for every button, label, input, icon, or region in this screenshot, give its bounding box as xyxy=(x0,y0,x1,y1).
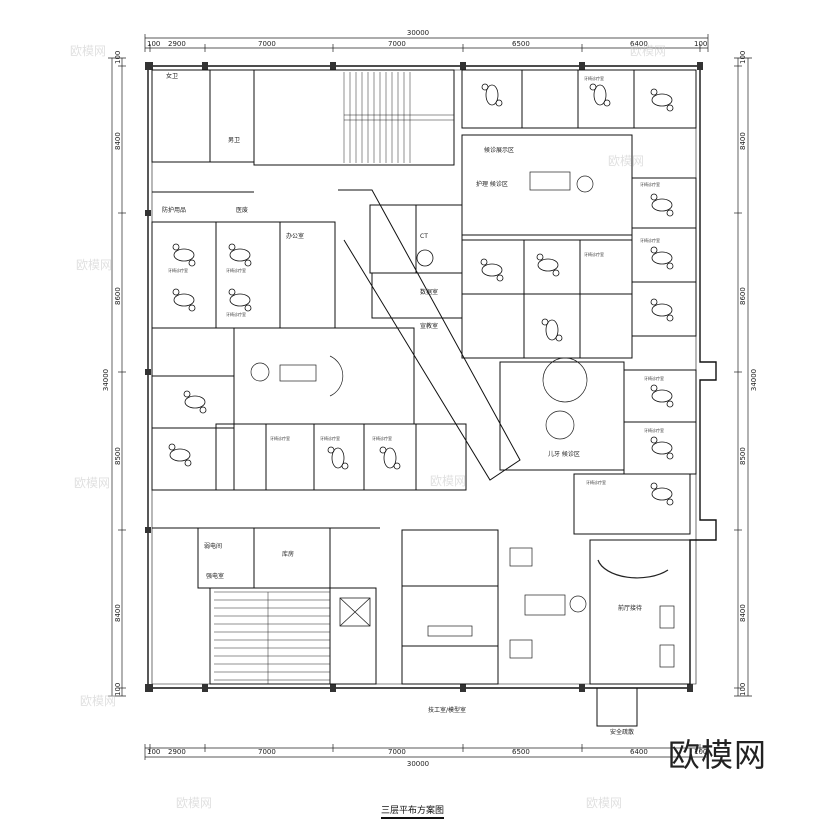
dim-bottom-seg: 2900 xyxy=(168,748,186,756)
dim-left-total: 34000 xyxy=(102,369,110,391)
room-label-data: 数据室 xyxy=(420,288,438,296)
dim-bottom-seg: 7000 xyxy=(388,748,406,756)
dim-top-total: 30000 xyxy=(407,29,429,37)
room-label-exit: 安全疏散 xyxy=(610,728,634,736)
clinic-label: 牙椅诊疗室 xyxy=(640,181,660,187)
clinic-label: 牙椅诊疗室 xyxy=(586,479,606,485)
room-label-ct: CT xyxy=(420,233,428,240)
watermark: 欧模网 xyxy=(586,796,623,810)
clinic-label: 牙椅诊疗室 xyxy=(584,75,604,81)
dimension-left xyxy=(108,57,126,697)
watermark: 欧模网 xyxy=(608,154,645,168)
dim-top-seg: 6500 xyxy=(512,40,530,48)
dim-top-seg: 100 xyxy=(694,40,707,48)
watermark: 欧模网 xyxy=(70,44,107,58)
drawing-title-text: 三层平布方案图 xyxy=(380,803,444,819)
dimension-bottom xyxy=(144,744,709,760)
clinic-label: 牙椅诊疗室 xyxy=(320,435,340,441)
dim-left-seg: 8500 xyxy=(114,447,122,465)
dimension-right xyxy=(734,57,752,697)
dim-right-seg: 100 xyxy=(739,683,747,696)
clinic-label: 牙椅诊疗室 xyxy=(644,427,664,433)
clinic-label: 牙椅诊疗室 xyxy=(640,237,660,243)
room-label-kids-waiting: 儿牙 候诊区 xyxy=(548,450,580,458)
elevator xyxy=(339,597,371,627)
dim-left-seg: 100 xyxy=(114,51,122,64)
clinic-labels: 牙椅诊疗室 牙椅诊疗室 牙椅诊疗室 牙椅诊疗室 牙椅诊疗室 牙椅诊疗室 牙椅诊疗… xyxy=(168,75,664,485)
clinic-label: 牙椅诊疗室 xyxy=(168,267,188,273)
dim-right-seg: 100 xyxy=(739,51,747,64)
dim-left-seg: 8400 xyxy=(114,132,122,150)
stairs-top xyxy=(343,72,454,163)
dim-top-seg: 6400 xyxy=(630,40,648,48)
clinic-label: 牙椅诊疗室 xyxy=(226,267,246,273)
dim-right-seg: 8400 xyxy=(739,132,747,150)
clinic-label: 牙椅诊疗室 xyxy=(226,311,246,317)
clinic-label: 牙椅诊疗室 xyxy=(644,375,664,381)
dim-right-total: 34000 xyxy=(750,369,758,391)
dim-top-seg: 7000 xyxy=(388,40,406,48)
dental-chairs xyxy=(168,83,674,506)
room-label-nurse-waiting: 护理 候诊区 xyxy=(476,180,508,188)
dim-bottom-seg: 100 xyxy=(147,748,160,756)
dim-bottom-seg: 7000 xyxy=(258,748,276,756)
watermark: 欧模网 xyxy=(430,474,467,488)
clinic-label: 牙椅诊疗室 xyxy=(270,435,290,441)
dim-bottom-total: 30000 xyxy=(407,760,429,768)
dim-left-seg: 8600 xyxy=(114,287,122,305)
room-label-hall: 前厅接待 xyxy=(618,604,642,612)
stairs-bottom xyxy=(214,591,330,684)
room-label-tech: 技工室/模型室 xyxy=(428,706,466,714)
furniture xyxy=(250,171,675,668)
dim-right-seg: 8600 xyxy=(739,287,747,305)
dim-top-seg: 7000 xyxy=(258,40,276,48)
room-label-gown: 防护用品 xyxy=(162,206,186,214)
columns xyxy=(145,62,703,692)
interior-walls xyxy=(151,69,697,727)
room-label-consult: 宣教室 xyxy=(420,322,438,330)
room-label-toilet-w: 女卫 xyxy=(166,72,178,80)
dim-top-seg: 2900 xyxy=(168,40,186,48)
dim-left-seg: 100 xyxy=(114,683,122,696)
dim-right-seg: 8500 xyxy=(739,447,747,465)
watermark: 欧模网 xyxy=(74,476,111,490)
dimension-top xyxy=(144,34,709,52)
dim-top-seg: 100 xyxy=(147,40,160,48)
room-label-office: 办公室 xyxy=(286,232,304,240)
watermark: 欧模网 xyxy=(80,694,117,708)
room-label-disinfect: 医废 xyxy=(236,206,248,214)
room-label-toilet-m: 男卫 xyxy=(228,137,240,144)
watermark: 欧模网 xyxy=(630,44,667,58)
dim-bottom-seg: 6500 xyxy=(512,748,530,756)
room-label-ac: 强电室 xyxy=(206,572,224,580)
watermark: 欧模网 xyxy=(176,796,213,810)
dim-bottom-seg: 6400 xyxy=(630,748,648,756)
room-label-storage: 库房 xyxy=(282,550,294,558)
dim-left-seg: 8400 xyxy=(114,604,122,622)
drawing-title: 三层平布方案图 xyxy=(0,803,825,819)
clinic-label: 牙椅诊疗室 xyxy=(372,435,392,441)
room-label-weak: 弱电间 xyxy=(204,542,222,550)
room-label-waiting-display: 候诊展示区 xyxy=(484,146,514,154)
dim-bottom-seg: 100 xyxy=(694,748,707,756)
dim-right-seg: 8400 xyxy=(739,604,747,622)
clinic-label: 牙椅诊疗室 xyxy=(584,251,604,257)
watermark: 欧模网 xyxy=(76,258,113,272)
watermark-logo: 欧模网 xyxy=(667,736,767,774)
